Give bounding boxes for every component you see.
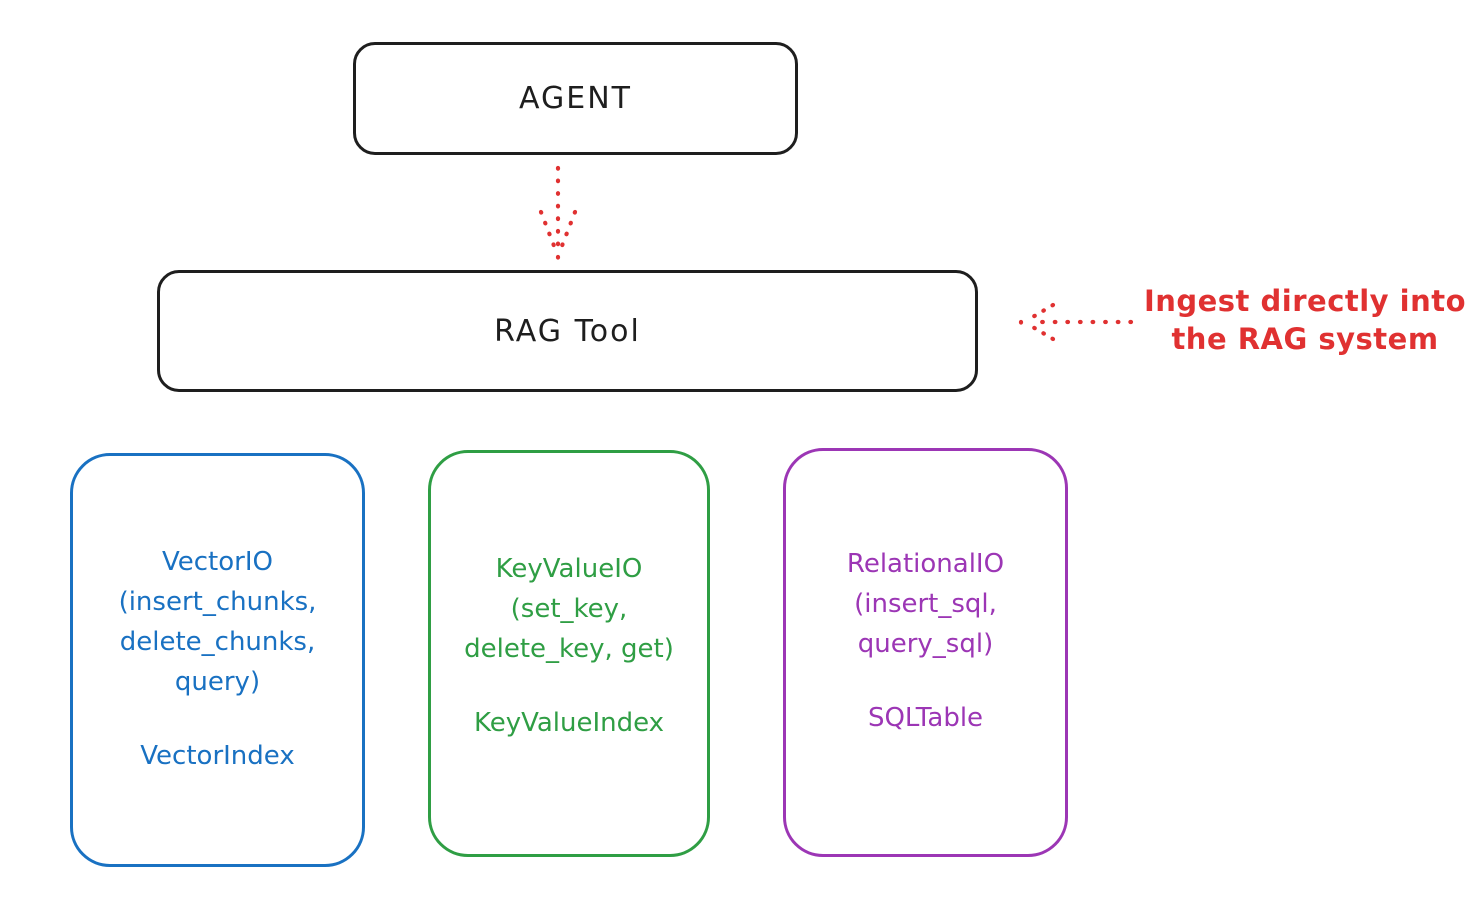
keyvalue-io-line: delete_key, get)	[464, 634, 674, 664]
vector-io-line: (insert_chunks,	[118, 587, 317, 617]
keyvalue-io-box: KeyValueIO (set_key, delete_key, get) Ke…	[428, 450, 710, 857]
sql-table-label: SQLTable	[867, 703, 984, 733]
vector-index-label: VectorIndex	[140, 741, 295, 771]
agent-label: AGENT	[519, 81, 632, 116]
ingest-annotation-line1: Ingest directly into	[1143, 284, 1467, 318]
relational-io-line: RelationalIO	[846, 549, 1005, 579]
vector-io-box: VectorIO (insert_chunks, delete_chunks, …	[70, 453, 365, 867]
keyvalue-io-line: (set_key,	[510, 594, 628, 624]
keyvalue-index-label: KeyValueIndex	[473, 708, 665, 738]
rag-tool-box: RAG Tool	[157, 270, 978, 392]
annotation-to-rag-arrow	[1018, 302, 1134, 342]
keyvalue-io-line: KeyValueIO	[495, 554, 643, 584]
vector-io-line: VectorIO	[162, 547, 273, 577]
agent-box: AGENT	[353, 42, 798, 155]
vector-io-line: query)	[174, 667, 261, 697]
vector-io-line: delete_chunks,	[119, 627, 316, 657]
relational-io-line: (insert_sql,	[854, 589, 997, 619]
rag-tool-label: RAG Tool	[494, 313, 641, 349]
agent-to-rag-arrow	[538, 165, 578, 260]
relational-io-line: query_sql)	[857, 629, 994, 659]
ingest-annotation: Ingest directly into the RAG system	[1135, 282, 1475, 358]
ingest-annotation-line2: the RAG system	[1171, 322, 1439, 356]
relational-io-box: RelationalIO (insert_sql, query_sql) SQL…	[783, 448, 1068, 857]
